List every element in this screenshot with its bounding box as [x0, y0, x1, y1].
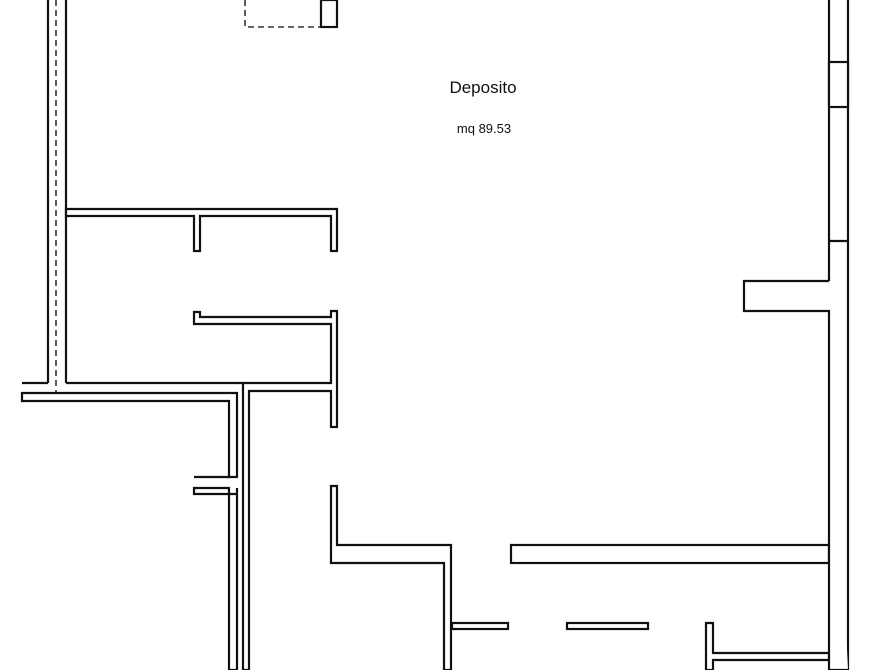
- wall-lower-right: [509, 543, 831, 565]
- wall-bottom-right: [704, 621, 831, 670]
- wall-upper-partition: [64, 207, 339, 253]
- wall-stub-b: [192, 486, 239, 670]
- wall-middle-partition: [192, 309, 339, 670]
- wall-lower-left-block: [20, 391, 239, 479]
- room-area: mq 89.53: [456, 121, 512, 136]
- window-right: [827, 60, 850, 109]
- wall-lower-center-l: [329, 484, 453, 670]
- wall-dash-a: [450, 621, 510, 631]
- wall-top-stub: [319, 0, 339, 29]
- dashed-opening-top: [244, 0, 322, 28]
- wall-right-jog: [742, 279, 848, 670]
- wall-dash-b: [565, 621, 650, 631]
- room-name: Deposito: [449, 78, 517, 97]
